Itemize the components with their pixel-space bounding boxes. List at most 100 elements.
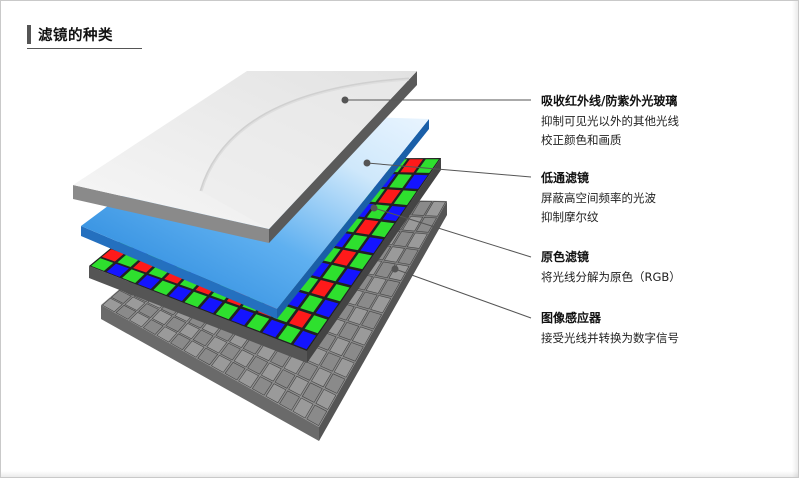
leader-dot-sensor xyxy=(391,265,399,273)
grid-cell xyxy=(405,174,428,189)
grid-cell xyxy=(347,306,369,325)
grid-cell xyxy=(265,383,287,404)
grid-cell xyxy=(292,397,314,419)
layer-description-line: 接受光线并转换为数字信号 xyxy=(541,331,679,345)
grid-cell xyxy=(231,308,254,326)
grid-cell xyxy=(370,295,392,314)
grid-cell xyxy=(273,305,296,323)
grid-cell xyxy=(322,264,345,282)
grid-cell xyxy=(151,309,173,326)
grid-cell xyxy=(224,361,246,381)
low-pass-front-edge xyxy=(81,226,277,319)
grid-cell xyxy=(278,325,301,344)
leader-line-low-pass xyxy=(366,162,532,178)
grid-cell xyxy=(293,330,317,350)
grid-cell xyxy=(379,279,401,298)
grid-cell xyxy=(393,231,415,247)
color-filter-right-edge xyxy=(307,158,441,363)
grid-cell xyxy=(101,297,123,313)
grid-cell xyxy=(378,189,401,204)
grid-cell xyxy=(355,219,379,235)
leader-dot-color-filter xyxy=(370,204,378,212)
grid-cell xyxy=(311,280,334,297)
grid-cell xyxy=(220,342,241,361)
layer-name: 吸收红外线/防紫外光玻璃 xyxy=(541,94,678,108)
grid-cell xyxy=(129,312,150,328)
grid-cell xyxy=(184,291,207,308)
layer-description-line: 抑制可见光以外的其他光线 xyxy=(541,114,679,128)
title-underline xyxy=(27,48,142,49)
glass-front-edge xyxy=(73,185,269,243)
grid-cell xyxy=(360,237,383,254)
grid-cell xyxy=(324,373,346,394)
grid-cell xyxy=(91,258,114,271)
grid-cell xyxy=(356,291,378,310)
page-title: 滤镜的种类 xyxy=(38,28,113,44)
leader-line-sensor xyxy=(394,268,532,319)
glass-highlight-shade xyxy=(201,71,417,229)
grid-cell xyxy=(215,303,239,320)
low-pass-right-edge xyxy=(277,119,429,319)
grid-cell xyxy=(365,276,387,294)
grid-cell xyxy=(262,319,285,338)
grid-cell xyxy=(344,234,368,251)
grid-cell xyxy=(251,376,273,396)
grid-cell xyxy=(300,295,323,313)
grid-cell xyxy=(106,263,129,277)
label-low-pass-filter: 低通滤镜 屏蔽高空间频率的光波 抑制摩尔纹 xyxy=(541,170,656,227)
grid-cell xyxy=(122,269,145,283)
grid-cell xyxy=(400,159,423,173)
layer-name: 原色滤镜 xyxy=(541,250,590,264)
grid-cell xyxy=(206,336,228,354)
grid-cell xyxy=(301,382,323,403)
grid-cell xyxy=(351,326,373,346)
grid-cell xyxy=(382,206,406,221)
title-accent-bar xyxy=(27,25,31,44)
layer-name: 低通滤镜 xyxy=(541,171,590,185)
grid-cell xyxy=(260,362,282,382)
grid-cell xyxy=(333,357,355,378)
grid-cell xyxy=(320,352,341,372)
layer-description-line: 屏蔽高空间频率的光波 xyxy=(541,191,656,205)
grid-cell xyxy=(288,375,310,396)
grid-cell xyxy=(192,329,214,347)
grid-cell xyxy=(416,159,439,173)
sensor-right-edge xyxy=(319,201,447,441)
grid-cell xyxy=(315,389,337,410)
grid-cell xyxy=(233,349,255,368)
leader-dot-glass xyxy=(341,96,349,104)
grid-cell xyxy=(246,314,270,332)
grid-cell xyxy=(110,290,132,304)
grid-cell xyxy=(165,316,187,333)
grid-cell xyxy=(304,315,328,334)
grid-cell xyxy=(333,249,357,266)
grid-cell xyxy=(310,367,332,388)
glass-right-edge xyxy=(269,71,417,243)
grid-cell xyxy=(389,174,412,188)
ir-uv-glass-layer xyxy=(73,71,417,243)
leader-dot-low-pass xyxy=(363,159,371,167)
grid-cell xyxy=(349,252,372,270)
grid-cell xyxy=(101,249,125,262)
grid-cell xyxy=(289,310,312,328)
grid-cell xyxy=(329,337,351,357)
sensor-front-edge xyxy=(101,305,319,441)
grid-cell xyxy=(142,319,164,335)
grid-cell xyxy=(371,221,395,238)
grid-cell xyxy=(138,303,160,318)
grid-cell xyxy=(274,369,296,389)
grid-cell xyxy=(156,326,178,343)
grid-cell xyxy=(247,356,269,375)
grid-cell xyxy=(297,361,319,381)
grid-cell xyxy=(306,404,328,427)
grid-cell xyxy=(210,354,232,373)
grid-cell xyxy=(315,299,339,318)
grid-cell xyxy=(124,296,146,311)
grid-cell xyxy=(338,321,360,341)
grid-cell xyxy=(137,275,161,289)
grid-cell xyxy=(169,286,192,302)
layer-description-line: 校正颜色和画质 xyxy=(541,133,622,147)
grid-cell xyxy=(327,284,350,302)
grid-cell xyxy=(366,204,390,220)
grid-cell xyxy=(411,201,433,216)
